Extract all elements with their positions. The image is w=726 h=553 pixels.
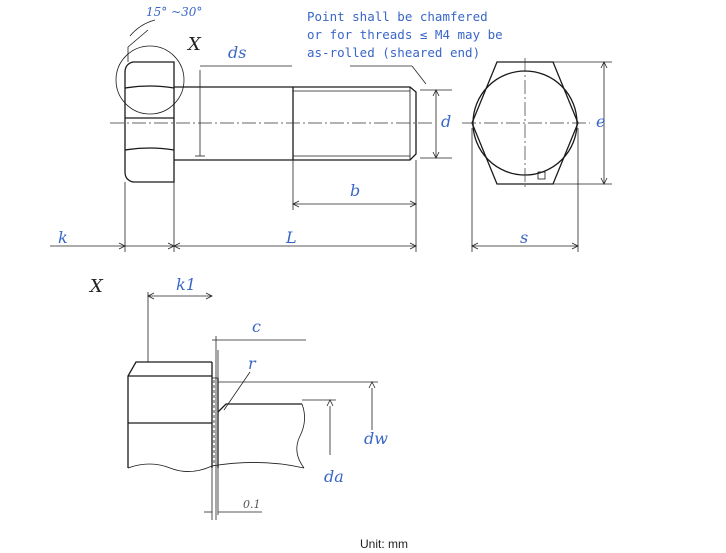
dim-r: r [248, 354, 257, 373]
side-view [50, 19, 452, 252]
dim-k: k [58, 228, 68, 247]
dim-da: da [324, 467, 344, 486]
dim-k1: k1 [176, 275, 196, 294]
detail-x-view [127, 292, 378, 520]
detail-mark-top: X [186, 34, 202, 55]
dim-ds: ds [228, 43, 246, 62]
detail-mark-bottom: X [88, 276, 104, 297]
dim-b: b [350, 181, 360, 200]
dim-dw: dw [364, 429, 388, 448]
note-line-1: Point shall be chamfered [307, 9, 488, 24]
end-view [462, 58, 612, 252]
detail-x-circle [115, 45, 185, 115]
unit-label: Unit: mm [360, 537, 408, 551]
dim-L: L [285, 228, 297, 247]
angle-label: 15° ~30° [146, 5, 202, 19]
dim-c: c [252, 317, 261, 336]
dim-d: d [441, 112, 451, 131]
detail-head [127, 361, 212, 468]
note-line-2: or for threads ≤ M4 may be [307, 27, 503, 42]
dim-e: e [596, 112, 605, 131]
dim-s: s [520, 228, 528, 247]
dim-tolerance: 0.1 [243, 498, 261, 511]
note-line-3: as-rolled (sheared end) [307, 45, 480, 60]
bolt-shank [174, 86, 417, 161]
bolt-head [124, 61, 175, 183]
